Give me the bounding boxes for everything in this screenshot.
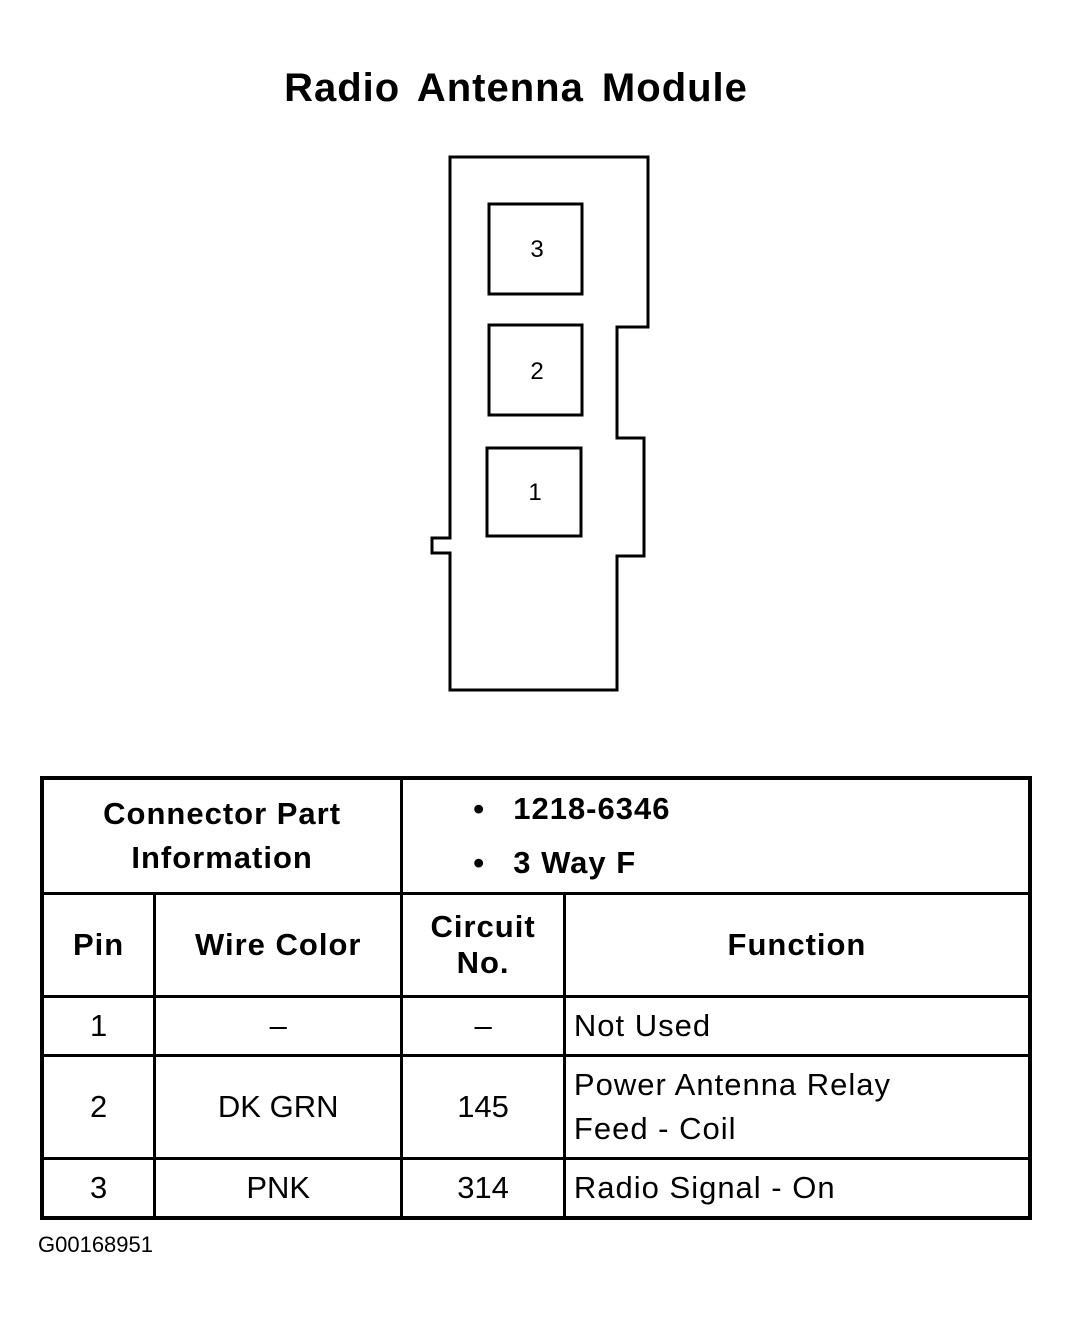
cell-pin: 1 <box>40 995 157 1057</box>
part-number: 1218-6346 <box>513 791 671 826</box>
table-row: 3 PNK 314 Radio Signal - On <box>40 1157 1032 1220</box>
cell-wire-color: – <box>153 995 404 1057</box>
header-wire-color: Wire Color <box>153 892 404 998</box>
bullet-icon: • <box>473 791 486 826</box>
header-pin: Pin <box>40 892 157 998</box>
connector-type-item: • 3 Way F <box>473 836 1020 890</box>
pin-cavity-1-label: 1 <box>528 479 541 506</box>
connector-type: 3 Way F <box>513 845 637 880</box>
pin-cavity-1 <box>485 446 583 538</box>
figure-id: G00168951 <box>38 1232 153 1257</box>
part-info-values: • 1218-6346 • 3 Way F <box>400 776 1032 895</box>
cell-function: Not Used <box>562 995 1032 1057</box>
connector-housing <box>430 155 650 692</box>
table-row: 1 – – Not Used <box>40 995 1032 1057</box>
header-circuit-line2: No. <box>456 945 510 980</box>
cell-circuit: – <box>400 995 566 1057</box>
pin-cavity-3 <box>487 202 584 296</box>
diagram-title: Radio Antenna Module <box>284 66 748 110</box>
bullet-icon: • <box>473 845 486 880</box>
connector-pinout-table: Connector Part Information • 1218-6346 • 3… <box>40 776 1032 1220</box>
column-header-row: Pin Wire Color Circuit No. Function <box>40 892 1032 998</box>
cell-circuit: 145 <box>400 1054 566 1160</box>
cell-wire-color: DK GRN <box>153 1054 404 1160</box>
header-function: Function <box>562 892 1032 998</box>
connector-face-drawing: 3 2 1 <box>430 155 650 692</box>
part-info-row: Connector Part Information • 1218-6346 • 3… <box>40 776 1032 895</box>
pin-cavity-2-label: 2 <box>530 358 543 385</box>
cell-function: Power Antenna Relay Feed - Coil <box>562 1054 1032 1160</box>
pin-cavity-2 <box>487 323 584 417</box>
part-info-label-line1: Connector Part <box>103 796 342 831</box>
cell-wire-color: PNK <box>153 1157 404 1220</box>
part-info-label: Connector Part Information <box>40 776 404 895</box>
cell-pin: 3 <box>40 1157 157 1220</box>
cell-function-line1: Power Antenna Relay <box>573 1067 892 1102</box>
header-circuit-line1: Circuit <box>430 909 536 944</box>
cell-pin: 2 <box>40 1054 157 1160</box>
table-row: 2 DK GRN 145 Power Antenna Relay Feed - … <box>40 1054 1032 1160</box>
cell-circuit: 314 <box>400 1157 566 1220</box>
cell-function: Radio Signal - On <box>562 1157 1032 1220</box>
cell-function-line2: Feed - Coil <box>573 1111 737 1146</box>
pin-cavity-3-label: 3 <box>530 236 543 263</box>
part-number-item: • 1218-6346 <box>473 782 1020 836</box>
header-circuit-no: Circuit No. <box>400 892 566 998</box>
part-info-label-line2: Information <box>131 840 313 875</box>
